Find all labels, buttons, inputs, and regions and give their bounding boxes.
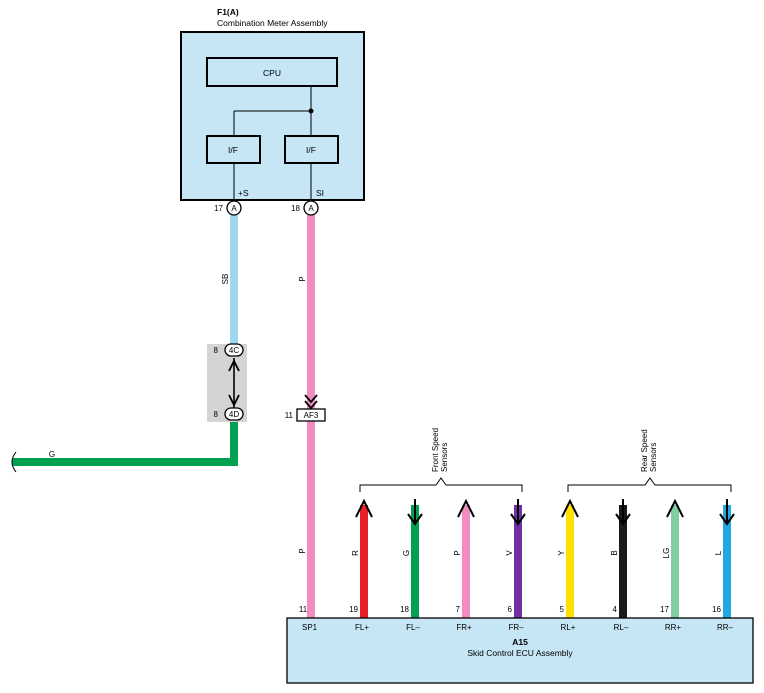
ecu-pin-number: 17 (660, 605, 669, 614)
cpu-block (206, 57, 338, 87)
junction-4c-label: 4C (229, 346, 239, 355)
wire-g (12, 420, 238, 466)
junction-arrow-down (228, 394, 240, 408)
pin-right-num: 18 (291, 204, 300, 213)
ecu-pin-number: 18 (400, 605, 409, 614)
ecu-terminal-name: FR+ (456, 623, 472, 632)
wire-g-label: G (49, 450, 55, 459)
wire-rr-minus (723, 505, 731, 618)
wire-rl-plus (566, 505, 574, 618)
wire-color-label: G (402, 550, 411, 556)
meter-code: F1(A) (217, 7, 239, 17)
ecu-sp1-terminal: SP1 (302, 623, 318, 632)
ecu-pin-number: 5 (560, 605, 565, 614)
wire-rr-plus (671, 505, 679, 618)
arrow-up-icon (457, 498, 475, 518)
wire-color-label: L (714, 550, 723, 555)
ecu-terminal-name: FL+ (355, 623, 369, 632)
arrow-up-icon (355, 498, 373, 518)
wire-break-mark (11, 451, 17, 473)
connector-a-left-letter: A (231, 204, 237, 213)
ecu-box (286, 617, 754, 684)
front-sensors-brace (359, 477, 523, 492)
ecu-pin-number: 4 (613, 605, 618, 614)
junction-arrow-up (228, 358, 240, 372)
ecu-pin-number: 6 (508, 605, 513, 614)
meter-name: Combination Meter Assembly (217, 18, 328, 28)
pin-left-signal: +S (238, 188, 249, 198)
connector-af3-label: AF3 (304, 411, 319, 420)
wire-color-label: LG (662, 548, 671, 559)
wire-color-label: P (453, 550, 462, 555)
ecu-terminal-name: RL+ (561, 623, 576, 632)
rear-sensors-line1: Rear Speed (640, 429, 649, 472)
sensor-wires: R G P V Y B LG L (351, 498, 735, 618)
wire-color-label: B (610, 550, 619, 555)
arrow-down-icon (615, 499, 631, 526)
arrow-up-icon (561, 498, 579, 518)
af3-chevrons (304, 394, 318, 410)
ecu-terminal-name: FR– (508, 623, 524, 632)
wire-p-bottom-label: P (298, 548, 307, 553)
arrow-up-icon (666, 498, 684, 518)
connector-af3 (296, 408, 326, 422)
if-right-label: I/F (306, 145, 316, 155)
wire-sb (230, 214, 238, 344)
ecu-terminal-name: RR– (717, 623, 734, 632)
ecu-terminal-name: RR+ (665, 623, 682, 632)
arrow-down-icon (510, 499, 526, 526)
ecu-pin-number: 19 (349, 605, 358, 614)
connector-a-right-letter: A (308, 204, 314, 213)
cpu-label: CPU (263, 68, 281, 78)
wire-color-label: Y (557, 550, 566, 556)
junction-4d-label: 4D (229, 410, 239, 419)
junction-dot (308, 108, 314, 114)
rear-sensors-line2: Sensors (649, 443, 658, 472)
wire-fr-plus (462, 505, 470, 618)
wire-sb-label: SB (221, 274, 230, 285)
junction-4c-pin: 8 (214, 346, 219, 355)
pin-left-num: 17 (214, 204, 223, 213)
ecu-pin-number: 16 (712, 605, 721, 614)
junction-4d-pin: 8 (214, 410, 219, 419)
arrow-down-icon (719, 499, 735, 526)
ecu-terminal-name: RL– (614, 623, 629, 632)
connector-a-right (303, 200, 319, 216)
pin-right-signal: SI (316, 188, 324, 198)
wire-color-label: V (505, 550, 514, 556)
wire-fl-minus (411, 505, 419, 618)
if-left-label: I/F (228, 145, 238, 155)
arrow-down-icon (407, 499, 423, 526)
ecu-sp1-pin: 11 (299, 605, 308, 614)
ecu-name: Skid Control ECU Assembly (467, 648, 573, 658)
ecu-code: A15 (512, 637, 528, 647)
wire-color-label: R (351, 550, 360, 556)
front-sensors-line2: Sensors (440, 443, 449, 472)
ecu-terminal-name: FL– (406, 623, 420, 632)
front-sensors-line1: Front Speed (431, 428, 440, 472)
junction-4d (224, 407, 244, 421)
junction-4c (224, 343, 244, 357)
wire-rl-minus (619, 505, 627, 618)
wire-fr-minus (514, 505, 522, 618)
ecu-pin-number: 7 (456, 605, 461, 614)
if-right-block (284, 135, 339, 164)
rear-sensors-brace (567, 477, 732, 492)
connector-af3-pin: 11 (285, 411, 294, 420)
wire-p-top-label: P (298, 276, 307, 281)
wire-fl-plus (360, 505, 368, 618)
connector-a-left (226, 200, 242, 216)
